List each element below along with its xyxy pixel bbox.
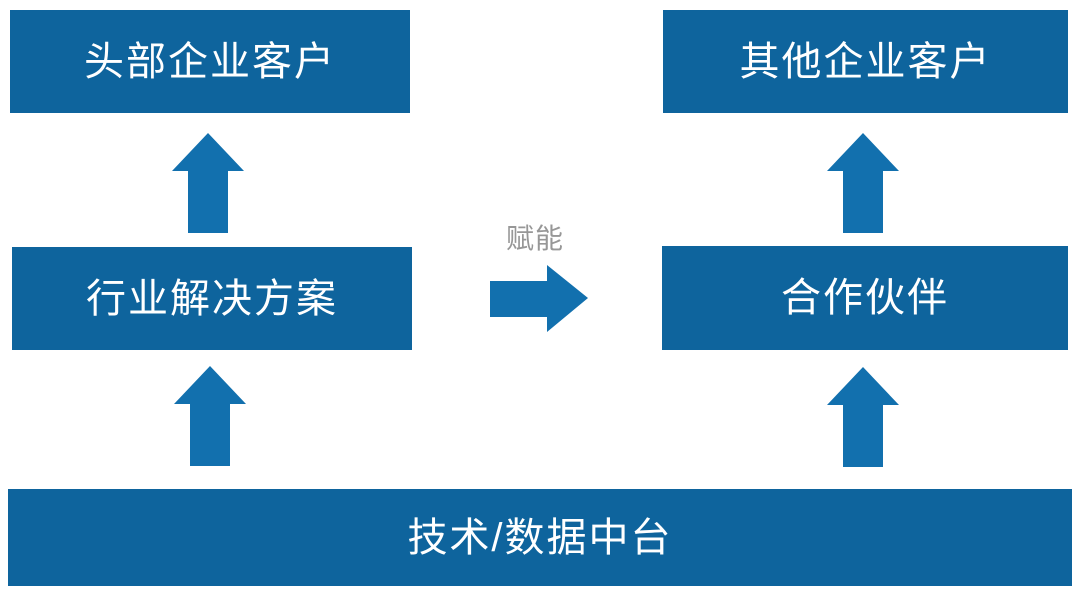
box-label: 其他企业客户: [739, 39, 992, 84]
box-other-enterprise-customers: 其他企业客户: [663, 10, 1068, 113]
right-arrow-icon: [490, 265, 588, 332]
up-arrow-icon: [172, 133, 244, 233]
box-label: 行业解决方案: [86, 276, 338, 321]
up-arrow-icon: [174, 366, 246, 466]
box-label: 技术/数据中台: [407, 515, 673, 560]
up-arrow-icon: [827, 133, 899, 233]
up-arrow-icon: [827, 367, 899, 467]
enable-arrow-label: 赋能: [505, 223, 564, 254]
box-head-enterprise-customers: 头部企业客户: [10, 10, 410, 113]
box-label: 头部企业客户: [84, 39, 336, 84]
box-partners: 合作伙伴: [662, 246, 1068, 350]
box-tech-data-platform: 技术/数据中台: [8, 489, 1072, 586]
box-industry-solutions: 行业解决方案: [12, 247, 412, 350]
box-label: 合作伙伴: [781, 276, 949, 320]
